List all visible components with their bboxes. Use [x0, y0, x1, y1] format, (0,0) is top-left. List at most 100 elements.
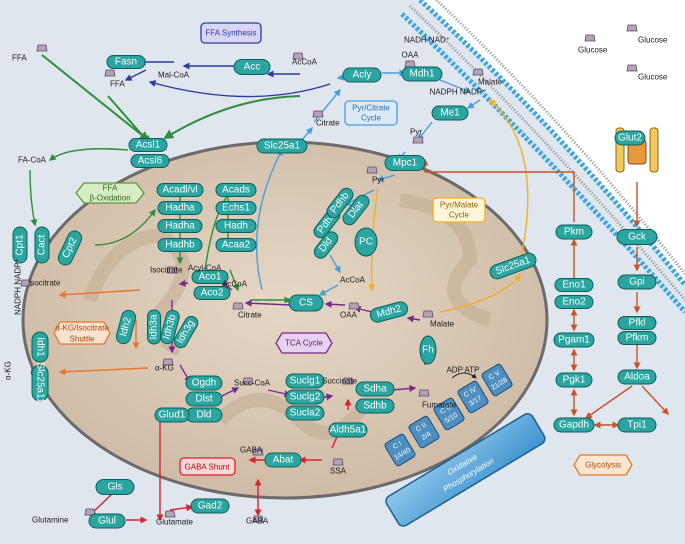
enzyme-sucla1-shape: [285, 373, 325, 389]
enzyme-pgk1-shape: [555, 372, 593, 388]
complex-1-shape: [384, 433, 416, 467]
enzyme-gad2-label: Gad2: [198, 501, 223, 512]
arrow-ffa-acsl: [41, 54, 150, 142]
enzyme-fasn: Fasn: [106, 55, 146, 69]
complex-2: C II2/4: [408, 415, 440, 449]
enzyme-sucla2-label: Sucla2: [290, 408, 321, 419]
enzyme-eno2: Eno2: [554, 295, 594, 309]
enzyme-pkm: Pkm: [555, 224, 593, 240]
enzyme-fh-shape: [419, 335, 437, 365]
enzyme-sdha-shape: [355, 381, 395, 397]
enzyme-hadhb-shape: [157, 238, 203, 252]
arrow-isocitrate-out: [58, 289, 141, 299]
enzyme-pfkm: Pfkm: [617, 331, 657, 345]
enzyme-slc25a1_top-label: Slc25a1: [264, 141, 301, 152]
metabolite-ffa_top: FFA: [12, 54, 27, 63]
arrow-acoa-fasn-arc: [148, 80, 331, 98]
enzyme-hadhb: Hadhb: [157, 238, 203, 252]
enzyme-pfkl-shape: [617, 316, 657, 330]
metabolite-icon-23: [584, 34, 596, 42]
enzyme-slc25a11-label: Slc25a11: [35, 363, 46, 404]
metabolite-succinate: Succinate: [322, 377, 358, 386]
ffa-beta-oxidation-box: [75, 182, 145, 204]
arrow-ffa-small-acsl: [107, 95, 152, 146]
metabolite-glucose3: Glucose: [638, 73, 668, 82]
enzyme-acc: Acc: [233, 59, 271, 75]
enzyme-pfkl: Pfkl: [617, 316, 657, 330]
enzyme-idh3a-label: Idh3a: [149, 314, 160, 339]
enzyme-sucla2: Sucla2: [285, 405, 325, 421]
enzyme-gck-shape: [616, 229, 658, 245]
enzyme-sdhb-label: Sdhb: [363, 401, 387, 412]
metabolite-acyl_coa: Acyl-CoA: [188, 264, 222, 273]
enzyme-sdha: Sdha: [355, 381, 395, 397]
arrow-slc-citrate: [301, 126, 313, 141]
enzyme-hadha1-label: Hadha: [165, 203, 195, 214]
metabolite-icon-12: [20, 279, 32, 287]
glycolysis-box: [573, 454, 633, 476]
enzyme-acadvl-label: Acadl/vl: [162, 185, 197, 196]
enzyme-idh1-label: Idh1: [35, 337, 46, 357]
metabolite-glucose1: Glucose: [578, 46, 608, 55]
enzyme-abat: Abat: [264, 452, 302, 468]
enzyme-slc25a11-shape: [31, 364, 49, 402]
enzyme-sucla2-shape: [285, 405, 325, 421]
enzyme-dld: Dld: [185, 407, 223, 423]
arrow-aco-isocitrate: [178, 279, 189, 287]
enzyme-fasn-label: Fasn: [115, 57, 137, 68]
enzyme-gapdh-shape: [553, 417, 595, 433]
inner-membrane-tails: [408, 4, 685, 301]
oxphos-band: [385, 413, 546, 527]
enzyme-idh2-shape: [115, 309, 137, 345]
enzyme-glud1-label: Glud1: [159, 410, 186, 421]
enzyme-mpc1-shape: [384, 155, 426, 171]
enzyme-idh2-label: Idh2: [118, 316, 134, 338]
enzyme-gad2: Gad2: [190, 498, 230, 514]
arrow-citrate-slc: [255, 148, 283, 291]
enzyme-fasn-shape: [106, 55, 146, 69]
enzyme-mdh1-label: Mdh1: [409, 69, 434, 80]
enzyme-gpi-label: Gpi: [629, 277, 645, 288]
arrow-mpc1-pyr: [376, 174, 396, 182]
arrow-cs-citrate: [244, 299, 291, 307]
enzyme-aco2: Aco2: [193, 286, 231, 300]
complex-4: C IV3/17: [457, 380, 489, 414]
enzyme-gls-shape: [95, 479, 135, 495]
arrow-facoa-cpt1: [29, 169, 38, 227]
metabolite-gaba_out: GABA: [246, 517, 269, 526]
enzyme-pdhb-shape: [326, 187, 354, 219]
enzyme-acads-shape: [215, 183, 257, 197]
complex-2-shape: [408, 415, 440, 449]
enzyme-fh: Fh: [419, 335, 437, 365]
enzyme-mdh2: Mdh2: [369, 301, 409, 323]
enzyme-sucla1: Suclg1: [285, 373, 325, 389]
enzyme-cs: CS: [288, 294, 324, 312]
metabolite-acoa_mid: AcCoA: [222, 280, 248, 289]
enzyme-acly: Acly: [342, 67, 382, 83]
enzyme-tpi1-label: Tpi1: [627, 420, 647, 431]
enzyme-aldh5a1-shape: [328, 422, 368, 438]
enzyme-acsl6-shape: [130, 154, 170, 168]
enzyme-pc-label: PC: [359, 237, 373, 248]
enzyme-me1: Me1: [431, 105, 469, 121]
enzyme-acsl6-label: Acsl6: [138, 156, 163, 167]
inner-membrane-heads: [400, 12, 685, 314]
enzyme-hadhb-label: Hadhb: [165, 240, 195, 251]
metabolite-icon-18: [252, 448, 264, 456]
enzyme-ogdh: Ogdh: [185, 375, 223, 391]
arrow-malate-mdh2: [406, 315, 421, 323]
enzyme-pkm-label: Pkm: [564, 227, 584, 238]
metabolite-icon-6: [412, 136, 424, 144]
enzyme-aco1-label: Aco1: [199, 272, 222, 283]
enzyme-pgam1: Pgam1: [553, 332, 595, 348]
arrow-slc-malate-top: [488, 99, 529, 263]
arrow-cpt2-beta: [94, 208, 156, 246]
gaba-shunt-label: GABA Shunt: [185, 463, 231, 472]
arrow-aldoa-gapdh: [584, 385, 633, 419]
ffa-beta-label-2: β-Oxidation: [89, 194, 130, 203]
enzyme-tpi1: Tpi1: [617, 417, 657, 433]
enzyme-ogdh-shape: [185, 375, 223, 391]
arrow-fasn-acsl: [163, 95, 301, 140]
